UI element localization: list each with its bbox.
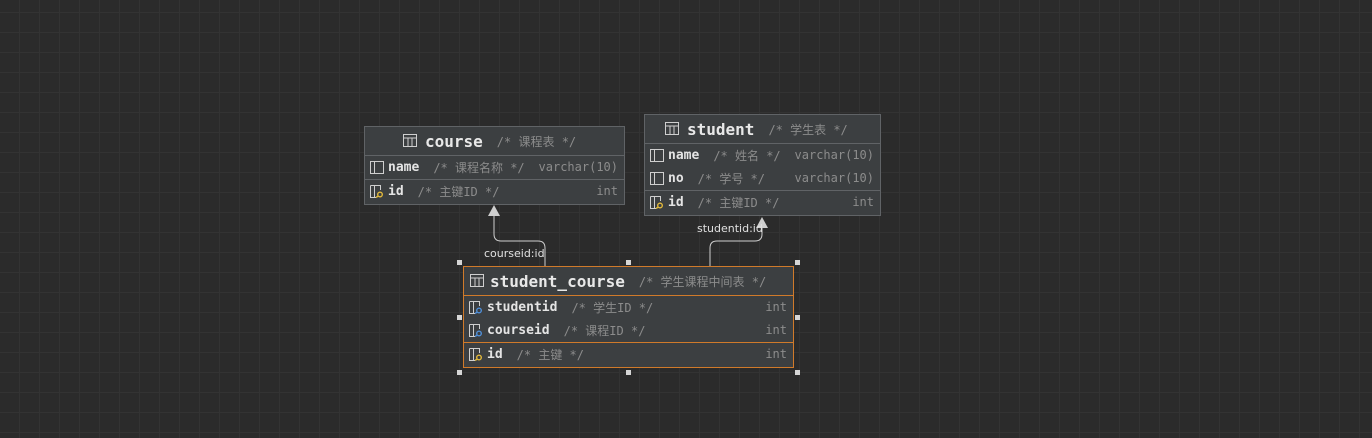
- resize-handle-w[interactable]: [457, 315, 462, 320]
- column-row-id[interactable]: id /* 主键ID */ int: [365, 180, 624, 203]
- column-type: varchar(10): [794, 171, 874, 185]
- table-name: course: [425, 131, 483, 151]
- column-icon: [370, 161, 384, 174]
- key-separator: [464, 342, 793, 343]
- column-type: int: [765, 300, 787, 314]
- table-course[interactable]: course /* 课程表 */ name /* 课程名称 */ varchar…: [364, 126, 625, 205]
- table-comment: /* 学生表 */: [768, 122, 848, 137]
- table-student[interactable]: student /* 学生表 */ name /* 姓名 */ varchar(…: [644, 114, 881, 216]
- column-comment: /* 课程名称 */: [433, 161, 525, 175]
- table-icon: [470, 274, 484, 287]
- column-comment: /* 主键 */: [516, 348, 585, 362]
- table-name: student: [687, 119, 755, 139]
- arrow-head-student: [756, 217, 768, 228]
- column-type: varchar(10): [538, 160, 618, 174]
- table-name: student_course: [490, 271, 625, 291]
- resize-handle-sw[interactable]: [457, 370, 462, 375]
- foreign-key-column-icon: [469, 324, 482, 337]
- column-type: int: [765, 323, 787, 337]
- resize-handle-e[interactable]: [795, 315, 800, 320]
- column-comment: /* 姓名 */: [713, 149, 781, 163]
- column-row-courseid[interactable]: courseid /* 课程ID */ int: [464, 319, 793, 342]
- key-separator: [645, 190, 880, 191]
- column-row-name[interactable]: name /* 课程名称 */ varchar(10): [365, 156, 624, 179]
- key-separator: [365, 179, 624, 180]
- primary-key-icon: [469, 348, 482, 361]
- column-name: no: [668, 171, 684, 186]
- table-comment: /* 学生课程中间表 */: [638, 274, 767, 289]
- resize-handle-s[interactable]: [626, 370, 631, 375]
- column-name: courseid: [487, 323, 550, 338]
- table-header-student-course[interactable]: student_course /* 学生课程中间表 */: [464, 267, 793, 296]
- column-name: studentid: [487, 300, 558, 315]
- table-comment: /* 课程表 */: [496, 134, 577, 149]
- relation-label-courseid: courseid:id: [484, 247, 545, 260]
- column-name: id: [668, 195, 684, 210]
- table-header-course[interactable]: course /* 课程表 */: [365, 127, 624, 156]
- relation-line-studentid: [709, 226, 763, 266]
- column-comment: /* 主键ID */: [417, 185, 500, 199]
- column-name: name: [668, 148, 700, 163]
- resize-handle-n[interactable]: [626, 260, 631, 265]
- resize-handle-se[interactable]: [795, 370, 800, 375]
- resize-handle-ne[interactable]: [795, 260, 800, 265]
- column-row-id[interactable]: id /* 主键 */ int: [464, 343, 793, 366]
- arrow-head-course: [488, 205, 500, 216]
- table-header-student[interactable]: student /* 学生表 */: [645, 115, 880, 144]
- table-icon: [665, 122, 679, 135]
- column-name: id: [388, 184, 404, 199]
- column-type: varchar(10): [794, 148, 874, 162]
- column-type: int: [596, 184, 618, 198]
- column-name: id: [487, 347, 503, 362]
- column-comment: /* 课程ID */: [563, 324, 646, 338]
- primary-key-icon: [650, 196, 663, 209]
- column-type: int: [765, 347, 787, 361]
- column-type: int: [852, 195, 874, 209]
- column-row-name[interactable]: name /* 姓名 */ varchar(10): [645, 144, 880, 167]
- column-comment: /* 主键ID */: [697, 196, 780, 210]
- column-row-no[interactable]: no /* 学号 */ varchar(10): [645, 167, 880, 190]
- primary-key-icon: [370, 185, 383, 198]
- table-icon: [403, 134, 417, 147]
- column-comment: /* 学号 */: [697, 172, 766, 186]
- relation-line-courseid: [493, 214, 546, 266]
- column-icon: [650, 172, 664, 185]
- column-name: name: [388, 160, 420, 175]
- column-icon: [650, 149, 664, 162]
- column-row-studentid[interactable]: studentid /* 学生ID */ int: [464, 296, 793, 319]
- foreign-key-column-icon: [469, 301, 482, 314]
- relation-label-studentid: studentid:id: [697, 222, 763, 235]
- column-comment: /* 学生ID */: [571, 301, 654, 315]
- resize-handle-nw[interactable]: [457, 260, 462, 265]
- table-student-course[interactable]: student_course /* 学生课程中间表 */ studentid /…: [463, 266, 794, 368]
- column-row-id[interactable]: id /* 主键ID */ int: [645, 191, 880, 214]
